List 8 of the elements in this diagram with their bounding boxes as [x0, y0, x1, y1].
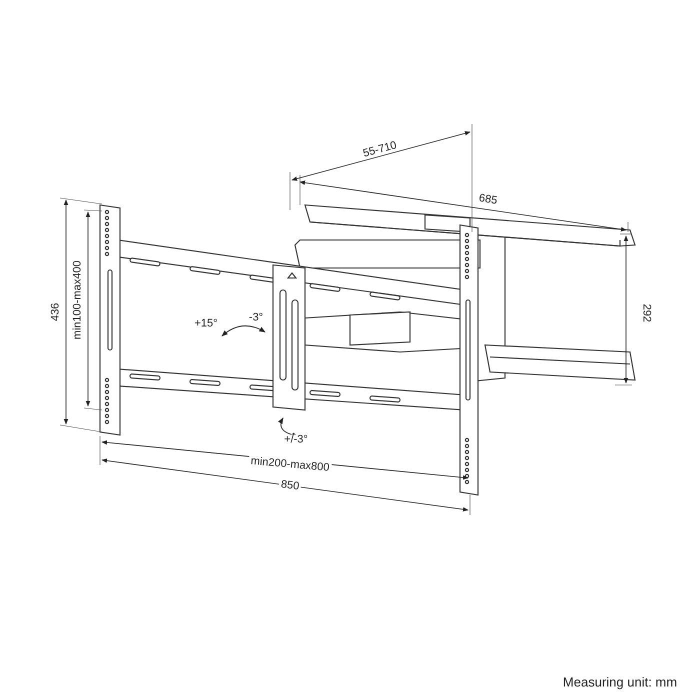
dimension-label: -3° — [246, 312, 266, 324]
dimension-label: min100-max400 — [72, 258, 84, 342]
dimension-label: 292 — [640, 302, 652, 324]
dimension-label: +15° — [192, 318, 220, 330]
note-text: Measuring unit: mm — [560, 676, 680, 688]
dimension-label: 55-710 — [360, 140, 400, 160]
dimension-label: 436 — [50, 300, 62, 324]
dimension-label: +/-3° — [282, 434, 310, 446]
